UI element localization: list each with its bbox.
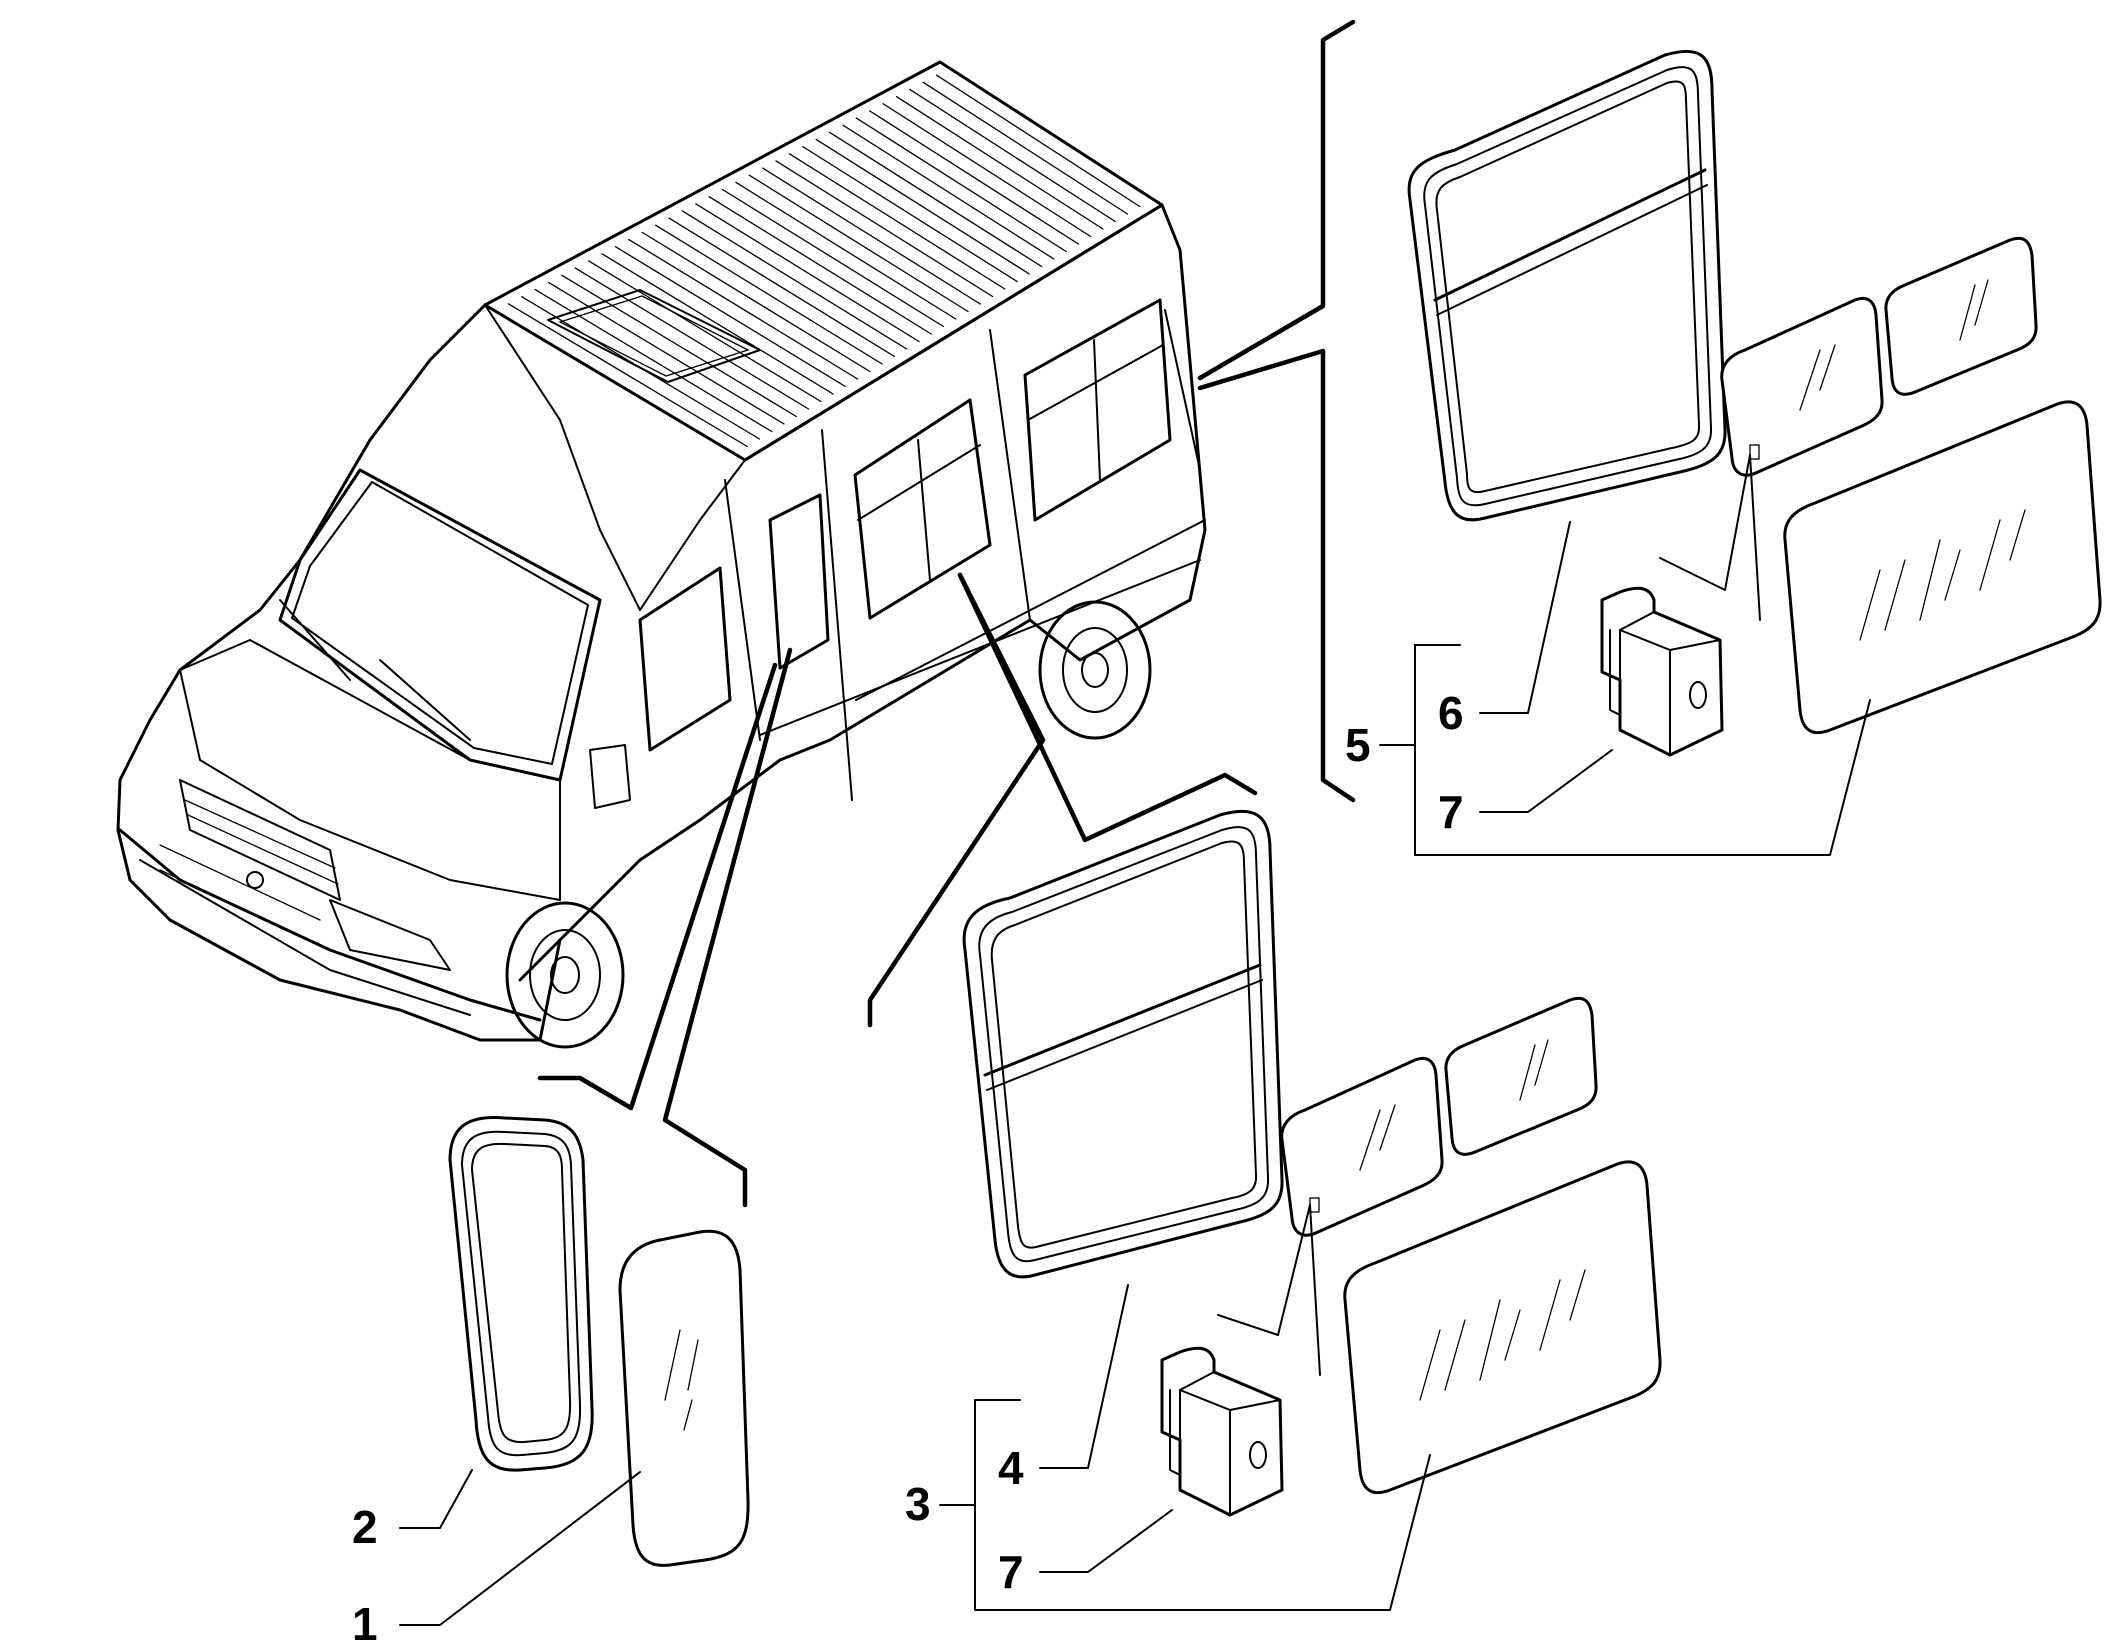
roof-rib [641,231,871,373]
roof-rib [775,160,994,298]
roof-rib [534,288,773,433]
group5-clip [1600,586,1724,757]
leader-group5b [1197,19,1356,381]
roof-rib [761,167,981,305]
van-illustration [116,60,1207,1049]
part-4-frame-group3 [962,809,1284,1279]
roof-rib [708,195,932,335]
roof-rib [614,246,847,388]
roof-rib [895,95,1104,230]
part-1-glass [618,1229,750,1567]
roof-rib [574,267,810,410]
roof-rib [842,124,1055,260]
roof-rib [681,210,908,350]
roof-rib [507,303,748,448]
callout-7-group3: 7 [998,1546,1024,1598]
group5-small-glass-b [1884,236,2038,396]
roof-rib [695,203,920,343]
roof-rib [721,188,945,328]
callout-3: 3 [905,1478,931,1530]
roof-rib [588,260,822,403]
roof-rib [909,88,1116,223]
group5-large-glass [1783,400,2102,735]
leader-group3b [957,572,1258,843]
group3-brackets [939,1284,1431,1611]
roof-rib [668,217,896,358]
roof-rib [815,138,1031,275]
roof-ribs [507,74,1141,448]
callout-7-group5: 7 [1438,786,1464,838]
leader-group3-clip-top [1217,1204,1311,1336]
roof-rib [802,145,1018,283]
roof-rib [788,153,1006,290]
leader-parts-1-2b [662,647,793,1208]
roof-rib [882,103,1092,238]
roof-rib [869,110,1080,245]
roof-rib [855,117,1067,253]
leader-group5-clip-top-b [1749,454,1761,621]
leader-group5 [1197,348,1356,803]
roof-rib [735,181,957,320]
roof-rib [922,81,1129,215]
roof-rib [628,238,859,380]
callout-6: 6 [1438,687,1464,739]
roof-rib [601,253,834,395]
roof-rib [935,74,1141,208]
group3-small-glass-b [1444,996,1598,1156]
callout-1: 1 [352,1598,378,1650]
callout-2: 2 [352,1501,378,1553]
callout-4: 4 [998,1442,1024,1494]
roof-rib [828,131,1043,268]
group3-clip [1160,1346,1284,1517]
part-2-seal [448,1116,594,1472]
part-6-frame-group5 [1407,49,1727,522]
group3-large-glass [1343,1160,1662,1495]
roof-rib [654,224,883,365]
callout-5: 5 [1345,719,1371,771]
roof-rib [561,274,797,418]
parts-1-2-leaders [399,1469,641,1626]
leader-parts-1-2 [537,662,778,1111]
leader-group3 [867,572,1046,1028]
leader-group5-clip-top [1659,454,1751,591]
group5-small-glass-a [1720,296,1884,477]
group5-brackets [1379,521,1871,856]
leader-group3-clip-top-b [1309,1204,1321,1376]
group3-small-glass-a [1280,1056,1444,1237]
roof-rib [748,174,969,313]
